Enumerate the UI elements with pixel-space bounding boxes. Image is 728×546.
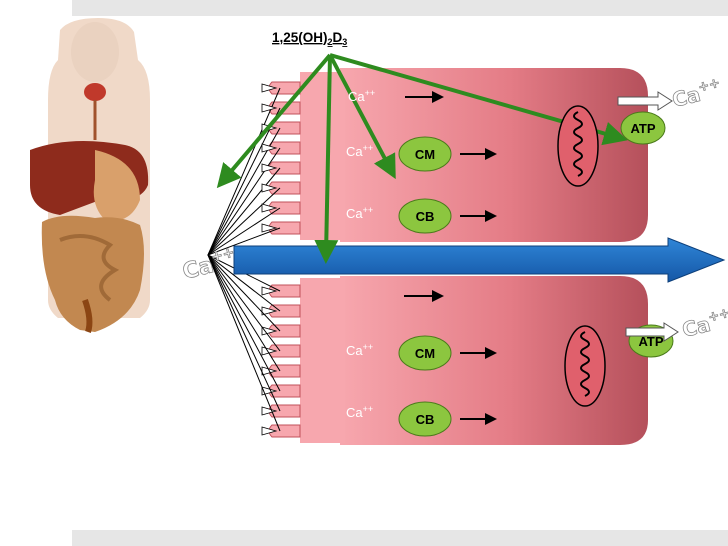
uptake-line	[207, 254, 281, 392]
top-row3-ion: Ca++	[346, 205, 373, 221]
bottom-exit-arrow	[625, 322, 679, 342]
top-calbindin	[398, 198, 452, 234]
uptake-lines	[207, 83, 281, 436]
bottom-mitochondrion	[564, 325, 606, 407]
top-band	[72, 0, 728, 16]
hormone-mid: D	[333, 30, 343, 45]
uptake-arrowhead	[261, 223, 278, 233]
top-row2-ion: Ca++	[346, 143, 373, 159]
uptake-line	[207, 227, 281, 256]
uptake-line	[207, 87, 281, 256]
uptake-line	[207, 187, 281, 256]
uptake-arrowhead	[261, 183, 278, 193]
uptake-line	[207, 107, 281, 256]
hormone-label: 1,25(OH)2D3	[272, 30, 347, 47]
uptake-arrowhead	[261, 143, 278, 153]
lumen-flow-arrow	[233, 237, 726, 283]
uptake-arrowhead	[261, 406, 278, 416]
top-mitochondrion	[557, 105, 599, 187]
top-calmodulin	[398, 136, 452, 172]
uptake-line	[207, 254, 281, 312]
top-ca-exit: Ca++	[669, 76, 724, 112]
bottom-row2-ion: Ca++	[346, 342, 373, 358]
bottom-cb-label: CB	[416, 412, 435, 427]
uptake-line	[207, 147, 281, 256]
uptake-line	[207, 254, 281, 412]
uptake-arrowhead	[261, 426, 278, 436]
top-cm-label: CM	[415, 147, 435, 162]
hormone-sub1: 2	[328, 37, 333, 47]
uptake-line	[207, 254, 281, 332]
uptake-line	[207, 254, 281, 432]
uptake-arrowhead	[261, 83, 278, 93]
uptake-arrowhead	[261, 203, 278, 213]
uptake-line	[207, 207, 281, 256]
bottom-ca-exit: Ca++	[679, 306, 728, 342]
anatomy-illustration	[30, 18, 150, 333]
uptake-arrowhead	[261, 286, 278, 296]
uptake-line	[207, 167, 281, 256]
uptake-line	[207, 254, 281, 372]
bottom-calmodulin	[398, 335, 452, 371]
top-cb-label: CB	[416, 209, 435, 224]
uptake-arrowhead	[261, 306, 278, 316]
uptake-arrowhead	[261, 103, 278, 113]
top-atp	[620, 111, 666, 145]
hormone-base: 1,25(OH)	[272, 30, 328, 45]
bottom-calbindin	[398, 401, 452, 437]
bottom-band	[72, 530, 728, 546]
top-exit-arrow	[617, 91, 673, 111]
top-row1-ion: Ca++	[348, 88, 375, 104]
uptake-arrowhead	[261, 163, 278, 173]
bottom-atp-label: ATP	[638, 334, 663, 349]
hormone-sub2: 3	[342, 37, 347, 47]
bottom-row3-ion: Ca++	[346, 404, 373, 420]
uptake-arrowhead	[261, 326, 278, 336]
uptake-arrowhead	[261, 386, 278, 396]
uptake-line	[207, 254, 281, 352]
top-atp-label: ATP	[630, 121, 655, 136]
bottom-cm-label: CM	[415, 346, 435, 361]
